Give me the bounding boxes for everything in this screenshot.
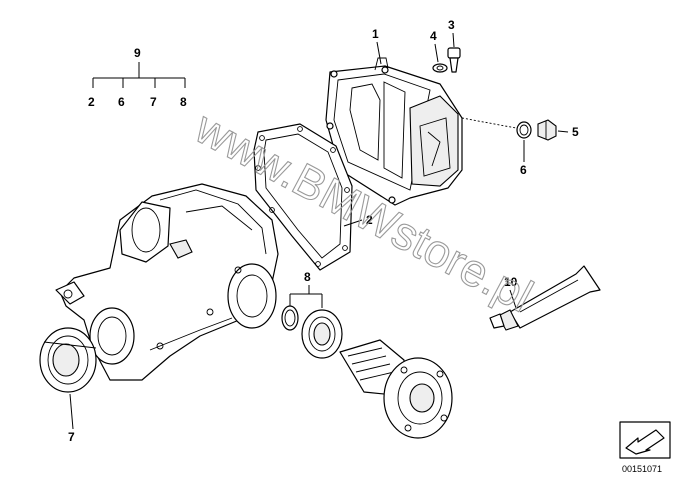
final-drive-housing[interactable] [55, 183, 279, 381]
callout-8[interactable]: 8 [180, 95, 187, 109]
radial-shaft-seal-7[interactable] [39, 327, 97, 393]
callout-10[interactable]: 10 [504, 275, 518, 289]
sealant-tube[interactable] [489, 265, 601, 331]
cover-gasket[interactable] [253, 123, 353, 271]
cover-bolt[interactable] [447, 47, 461, 73]
callout-1[interactable]: 1 [372, 27, 379, 41]
callout-2[interactable]: 2 [366, 213, 373, 227]
callout-9[interactable]: 9 [134, 46, 141, 60]
document-number: 00151071 [622, 464, 662, 474]
callout-5[interactable]: 5 [572, 125, 579, 139]
callout-6[interactable]: 6 [118, 95, 125, 109]
callout-2[interactable]: 2 [88, 95, 95, 109]
callout-8[interactable]: 8 [304, 270, 311, 284]
callout-3[interactable]: 3 [448, 18, 455, 32]
group-bracket-9: 9 2 6 7 8 [88, 46, 187, 109]
callout-4[interactable]: 4 [430, 29, 437, 43]
callout-7[interactable]: 7 [150, 95, 157, 109]
callout-6[interactable]: 6 [520, 163, 527, 177]
output-flange[interactable] [339, 339, 453, 439]
arrow-direction-icon [619, 421, 671, 459]
seal-ring-6[interactable] [516, 121, 532, 139]
group-bracket-8: 8 [289, 270, 323, 308]
screw-plug[interactable] [537, 119, 557, 141]
differential-cover[interactable] [325, 57, 463, 206]
retaining-ring[interactable] [281, 305, 299, 331]
shaft-seal-8[interactable] [301, 309, 343, 359]
callout-7[interactable]: 7 [68, 430, 75, 444]
bolt-washer[interactable] [432, 63, 448, 73]
